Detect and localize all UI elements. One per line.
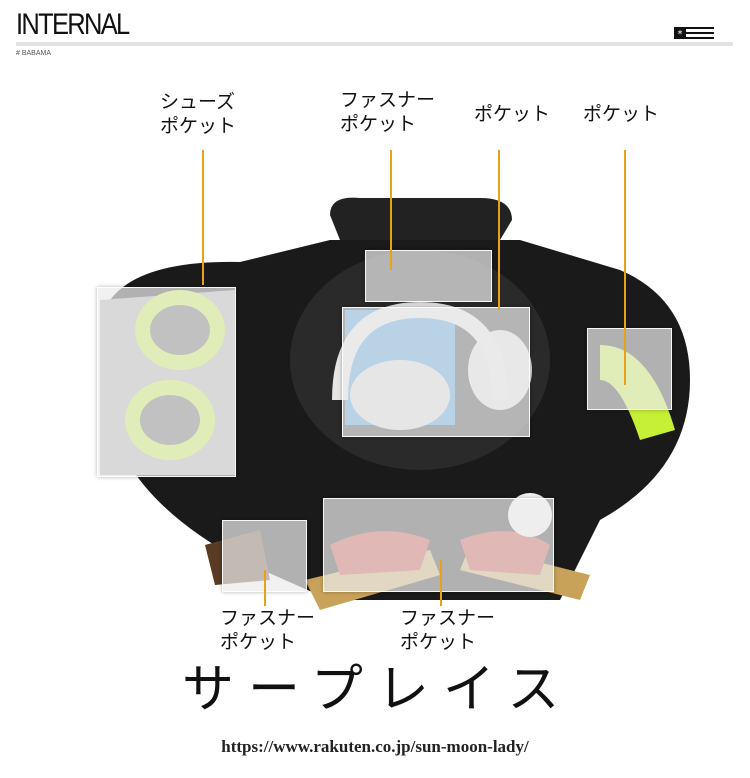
label-zipper-pocket-bottom-left: ファスナー ポケット bbox=[220, 607, 316, 653]
side-pocket-highlight bbox=[587, 328, 672, 410]
label-zipper-pocket-top: ファスナー ポケット bbox=[340, 89, 436, 135]
leader-line bbox=[264, 570, 266, 606]
divider bbox=[16, 42, 733, 46]
leader-line bbox=[440, 560, 442, 606]
zipper-pocket-highlight bbox=[365, 250, 492, 302]
inner-pocket-highlight bbox=[342, 307, 530, 437]
label-zipper-pocket-bottom-center: ファスナー ポケット bbox=[400, 607, 496, 653]
shop-url: https://www.rakuten.co.jp/sun-moon-lady/ bbox=[221, 737, 529, 756]
leader-line bbox=[202, 150, 204, 285]
flag-icon: * bbox=[674, 27, 714, 39]
watermark: サープレイス bbox=[182, 660, 574, 720]
label-side-pocket: ポケット bbox=[583, 103, 660, 125]
brand-tag: # BABAMA bbox=[16, 50, 52, 57]
leader-line bbox=[390, 150, 392, 270]
leader-line bbox=[624, 150, 626, 385]
leader-line bbox=[498, 150, 500, 310]
section-title: INTERNAL bbox=[16, 8, 130, 41]
shoe-pocket-highlight bbox=[97, 287, 236, 477]
label-inner-pocket: ポケット bbox=[474, 103, 551, 125]
bottom-zipper-pocket-highlight bbox=[323, 498, 554, 592]
label-shoe-pocket: シューズ ポケット bbox=[160, 91, 237, 137]
svg-text:*: * bbox=[678, 29, 683, 39]
